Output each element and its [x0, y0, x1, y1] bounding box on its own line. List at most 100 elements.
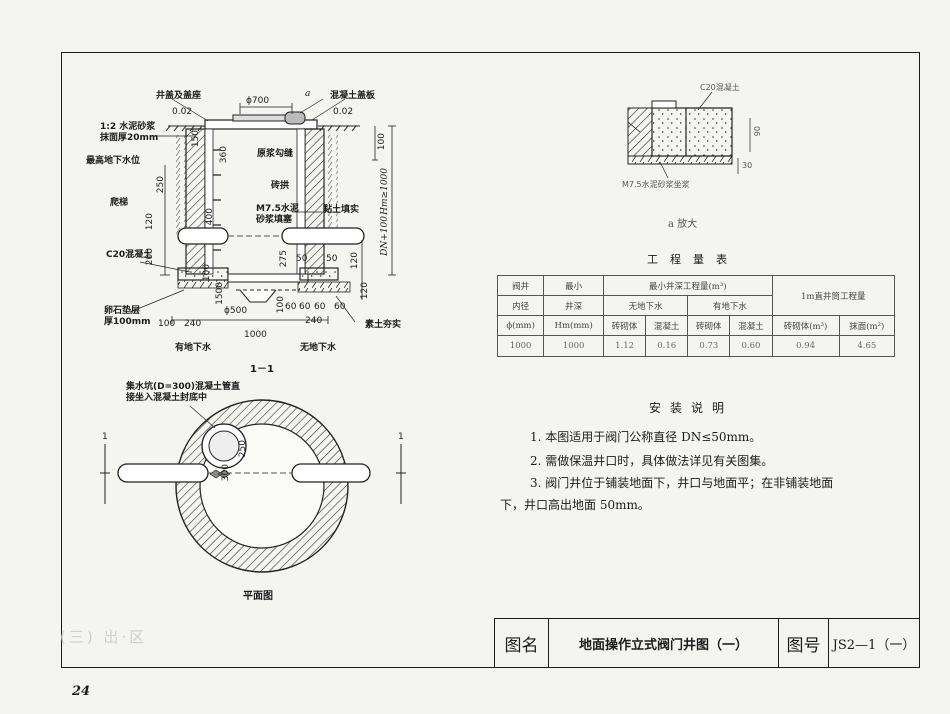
label-mortar-2: 抹面厚20mm: [100, 133, 159, 143]
label-sump-2: 接坐入混凝土封底中: [126, 393, 208, 403]
dim-100-right: 100: [377, 133, 387, 151]
dim-top-diameter: ϕ700: [246, 96, 270, 106]
th-per-meter: 1m直井筒工程量: [771, 275, 895, 316]
label-gravel-1: 卵石垫层: [104, 306, 141, 316]
dim-60-d: 60: [334, 302, 346, 312]
dim-120-c: 120: [360, 282, 370, 300]
detail-a-drawing: [627, 91, 751, 179]
bottom-slab: [177, 267, 351, 303]
table-cell: 0.94: [771, 335, 840, 357]
dim-60-c: 60: [314, 302, 326, 312]
dim-50-a: 50: [296, 254, 308, 264]
th-concrete-2: 混凝土: [729, 315, 773, 336]
note-3a: 3. 阀门井位于铺装地面下，井口与地面平；在非铺装地面: [530, 476, 834, 490]
dim-100-c: 100: [158, 319, 176, 329]
label-c20-concrete: C20混凝土: [106, 250, 153, 260]
th-concrete-1: 混凝土: [645, 315, 689, 336]
dim-240-b: 240: [305, 316, 323, 326]
th-brick-3: 砖砌体(m³): [771, 315, 840, 336]
th-min-3: Hm(mm): [543, 315, 604, 336]
plan-title: 平面图: [243, 591, 273, 602]
note-2: 2. 需做保温井口时，具体做法详见有关图集。: [530, 454, 774, 468]
label-a-mark: a: [305, 89, 311, 99]
label-ladder: 爬梯: [110, 198, 129, 208]
table-cell: 1.12: [602, 335, 647, 357]
table-cell: 1000: [496, 335, 545, 357]
th-plaster: 抹面(m²): [838, 315, 896, 336]
th-valve-3: ϕ(mm): [496, 315, 545, 336]
th-valve-1: 阀井: [496, 275, 545, 296]
dim-250: 250: [156, 176, 166, 194]
label-sump-1: 集水坑(D=300)混凝土管直: [126, 382, 241, 392]
dim-60-a: 60: [285, 302, 297, 312]
dim-400: 400: [205, 208, 215, 226]
quantity-table: 阀井 最小 最小井深工程量(m³) 1m直井筒工程量 内径 井深 无地下水 有地…: [496, 275, 896, 357]
dimension-lines: [160, 103, 396, 324]
page-number: 24: [72, 684, 91, 699]
dim-1000: 1000: [244, 330, 267, 340]
dim-150: 150: [191, 130, 201, 148]
label-without-groundwater: 无地下水: [300, 343, 337, 353]
brick-walls: [185, 128, 325, 275]
label-pointing: 原浆勾缝: [257, 149, 294, 159]
detail-label-m75: M7.5水泥砂浆坐浆: [622, 180, 690, 189]
note-1: 1. 本图适用于阀门公称直径 DN≤50mm。: [530, 430, 762, 444]
detail-caption: a 放大: [668, 219, 698, 230]
dim-120-b: 120: [350, 252, 360, 270]
detail-dim-30: 30: [742, 161, 753, 170]
dim-dn-plus-100: DN+100: [380, 216, 390, 256]
dim-360: 360: [219, 146, 229, 164]
label-slope-right: 0.02: [333, 107, 354, 117]
table-cell: 0.60: [729, 335, 773, 357]
title-block-name-value: 地面操作立式阀门井图（一）: [549, 619, 779, 667]
dim-275: 275: [279, 250, 289, 268]
cut-mark-left: 1: [102, 432, 108, 442]
quantity-table-title: 工程量表: [647, 253, 739, 266]
detail-label-c20: C20混凝土: [700, 83, 740, 92]
label-clay-fill: 黏土填实: [323, 205, 360, 215]
th-valve-2: 内径: [496, 295, 545, 316]
drawing-sheet-border: [61, 52, 920, 668]
title-block-number-value: JS2—1（一）: [832, 637, 916, 653]
dim-1500: 1500: [215, 282, 225, 305]
well-cover: [204, 111, 318, 130]
label-m75-1: M7.5水泥: [256, 204, 299, 214]
label-slope-left: 0.02: [172, 107, 193, 117]
dim-100-a: 100: [202, 264, 212, 282]
label-with-groundwater: 有地下水: [175, 343, 212, 353]
th-brick-2: 砖砌体: [687, 315, 731, 336]
label-plain-soil: 素土夯实: [365, 320, 402, 330]
dim-120-a: 120: [145, 213, 155, 231]
label-brick-arch: 砖拱: [271, 181, 290, 191]
table-cell: 0.16: [645, 335, 689, 357]
title-block: 图名 地面操作立式阀门井图（一） 图号 JS2—1（一）: [494, 618, 920, 668]
th-min-qty: 最小井深工程量(m³): [603, 275, 773, 296]
th-min-1: 最小: [543, 275, 604, 296]
label-mortar-1: 1:2 水泥砂浆: [100, 122, 156, 132]
dim-240-a: 240: [184, 319, 202, 329]
dim-50-b: 50: [326, 254, 338, 264]
label-m75-2: 砂浆填塞: [256, 215, 293, 225]
th-no-groundwater: 无地下水: [602, 295, 689, 316]
note-3b: 下，井口高出地面 50mm。: [500, 498, 650, 512]
pipes: [177, 227, 365, 245]
notes-title: 安装说明: [649, 401, 734, 415]
dim-plan-250: 250: [238, 440, 248, 458]
dim-phi-500: ϕ500: [224, 306, 248, 316]
th-min-2: 井深: [543, 295, 604, 316]
th-brick-1: 砖砌体: [602, 315, 647, 336]
table-row: 1000 1000 1.12 0.16 0.73 0.60 0.94 4.65: [496, 335, 896, 357]
dim-200: 200: [145, 248, 155, 266]
ladder: [213, 149, 221, 251]
table-cell: 0.73: [687, 335, 731, 357]
table-cell: 4.65: [838, 335, 896, 357]
table-cell: 1000: [543, 335, 604, 357]
dim-plan-300: 300: [221, 464, 231, 482]
plan-view: [100, 399, 406, 573]
th-groundwater: 有地下水: [687, 295, 773, 316]
section-title: 1－1: [250, 364, 274, 375]
dim-60-b: 60: [299, 302, 311, 312]
leader-lines: [129, 98, 356, 323]
faded-stamp: (三) 出·区: [60, 628, 148, 646]
